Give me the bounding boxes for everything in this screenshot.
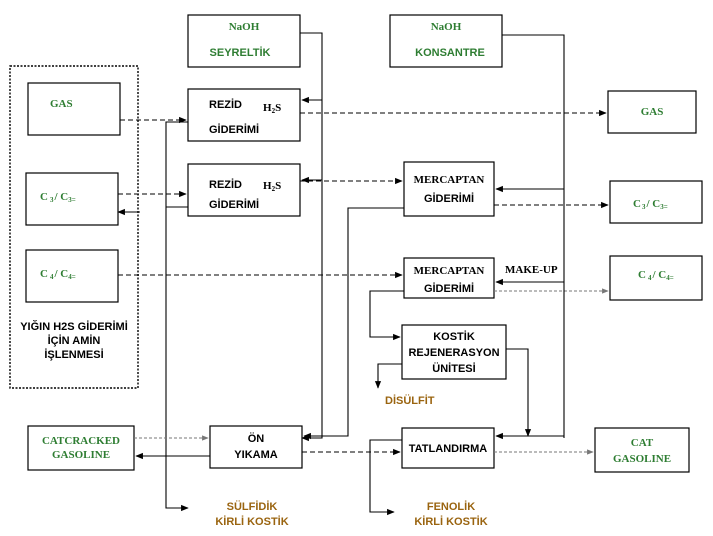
naoh-dilute-bottom: SEYRELTİK [210, 46, 271, 59]
prewash-box: ÖN YIKAMA [209, 425, 303, 469]
gas-output-label: GAS [641, 106, 664, 118]
h2s1-line1: REZİD [209, 98, 242, 111]
regen-line2: REJENERASYON [408, 347, 499, 359]
gas-input-box: GAS [27, 82, 121, 136]
h2s-removal-box-2: REZİD H2S GİDERİMİ [187, 163, 301, 217]
naoh-conc-top: NaOH [431, 21, 462, 33]
c3-output-label: C3/ C3= [633, 198, 668, 211]
disulfit-label: DİSÜLFİT [385, 394, 435, 407]
phenolic-caustic-label: FENOLİK KİRLİ KOSTİK [414, 500, 487, 528]
catcracked-line2: GASOLINE [52, 449, 110, 461]
mercaptan1-to-prewash [303, 207, 404, 440]
sweetening-to-phenolic [369, 439, 402, 516]
gas-output-box: GAS [607, 90, 697, 134]
make-up-label: MAKE-UP [505, 264, 558, 276]
mercaptan1-line1: MERCAPTAN [414, 174, 485, 186]
h2s2-line1: REZİD [209, 178, 242, 191]
prewash-line2: YIKAMA [234, 449, 277, 461]
amine-line1: YIĞIN H2S GİDERİMİ [20, 320, 128, 333]
naoh-concentrate-box: NaOH KONSANTRE [389, 14, 503, 68]
naoh-conc-feed [502, 34, 565, 438]
gas-input-label: GAS [50, 98, 73, 110]
h2s2-line2: GİDERİMİ [209, 198, 259, 211]
regen-line3: ÜNİTESİ [432, 362, 475, 375]
sweetening-box: TATLANDIRMA [401, 427, 495, 469]
mercaptan1-line2: GİDERİMİ [424, 192, 474, 205]
regen-line1: KOSTİK [433, 330, 475, 343]
caustic-regen-box: KOSTİK REJENERASYON ÜNİTESİ [401, 324, 507, 380]
mercaptan-removal-box-2: MERCAPTAN GİDERİMİ [403, 257, 495, 299]
sulfidic-line2: KİRLİ KOSTİK [215, 515, 288, 528]
regen-to-disulfit [374, 363, 402, 389]
phenolic-line1: FENOLİK [427, 500, 475, 513]
naoh-dilute-top: NaOH [229, 21, 260, 33]
cat-output-line2: GASOLINE [613, 453, 671, 465]
c3-output-box: C3/ C3= [609, 180, 703, 224]
catcracked-line1: CATCRACKED [42, 435, 120, 447]
naoh-conc-bottom: KONSANTRE [415, 47, 485, 59]
spent-caustic-return [165, 121, 189, 512]
prewash-line1: ÖN [248, 432, 265, 445]
regen-out [506, 348, 529, 436]
h2s2-formula: H2S [263, 180, 281, 193]
amine-line3: İŞLENMESİ [44, 348, 103, 361]
connectors [117, 32, 609, 516]
h2s-removal-box-1: REZİD H2S GİDERİMİ [187, 88, 301, 142]
sweetening-label: TATLANDIRMA [409, 443, 487, 455]
amine-line2: İÇİN AMİN [48, 334, 101, 347]
mercaptan-removal-box-1: MERCAPTAN GİDERİMİ [403, 161, 495, 217]
phenolic-line2: KİRLİ KOSTİK [414, 515, 487, 528]
naoh-dilute-box: NaOH SEYRELTİK [187, 14, 301, 68]
catcracked-input-box: CATCRACKED GASOLINE [27, 425, 135, 471]
mercaptan2-line1: MERCAPTAN [414, 265, 485, 277]
sulfidic-line1: SÜLFİDİK [227, 500, 278, 513]
mercaptan2-line2: GİDERİMİ [424, 282, 474, 295]
h2s1-formula: H2S [263, 102, 281, 115]
cat-output-line1: CAT [631, 437, 654, 449]
naoh-dilute-feed [300, 32, 323, 442]
mercaptan2-to-regen [369, 290, 404, 341]
sulfidic-caustic-label: SÜLFİDİK KİRLİ KOSTİK [215, 500, 288, 528]
cat-gasoline-output-box: CAT GASOLINE [594, 427, 690, 473]
h2s1-line2: GİDERİMİ [209, 123, 259, 136]
amine-group-box: YIĞIN H2S GİDERİMİ İÇİN AMİN İŞLENMESİ [9, 65, 139, 389]
